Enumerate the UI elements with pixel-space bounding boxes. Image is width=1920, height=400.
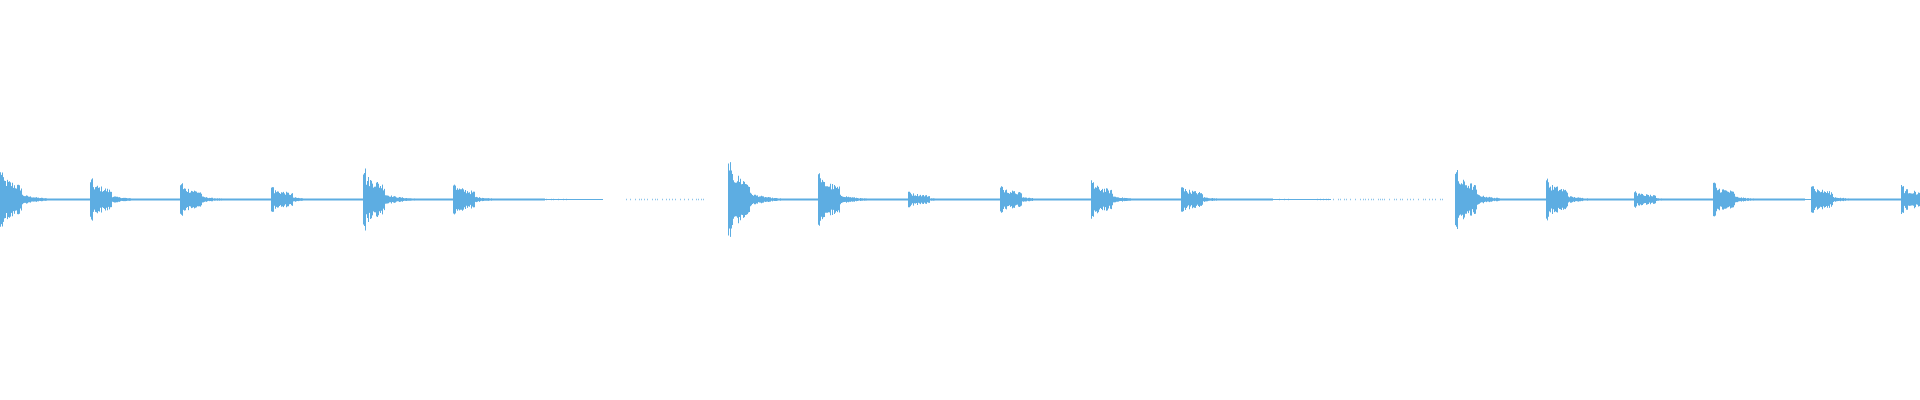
waveform-hit-shape [1901, 185, 1920, 214]
waveform-hit-shape [1634, 191, 1726, 208]
waveform-hit-17 [1811, 186, 1903, 213]
waveform-hit-shape [90, 178, 182, 221]
waveform-hit-6 [453, 184, 603, 215]
waveform-hit-shape [908, 191, 1000, 208]
waveform-hit-8 [818, 173, 910, 226]
waveform-hit-shape [1713, 182, 1805, 217]
waveform-hit-4 [271, 187, 363, 212]
waveform-hit-15 [1634, 191, 1726, 208]
waveform-hit-shape [363, 168, 455, 231]
waveform-bursts [0, 162, 1920, 237]
waveform-hit-16 [1713, 182, 1811, 217]
waveform-hit-9 [908, 191, 1000, 208]
waveform-hit-shape [1811, 186, 1903, 213]
waveform-hit-shape [0, 172, 92, 227]
waveform-faint-region-2 [626, 198, 704, 201]
waveform-hit-18 [1901, 185, 1920, 214]
waveform-hit-shape [818, 173, 910, 226]
waveform-hit-10 [1000, 186, 1092, 213]
waveform-noise [626, 198, 704, 201]
waveform-hit-11 [1091, 180, 1183, 219]
waveform-hit-7 [728, 162, 820, 237]
waveform-noise [541, 198, 567, 201]
waveform-hit-shape [180, 183, 272, 216]
waveform-hit-3 [180, 183, 272, 216]
waveform-hit-shape [1546, 178, 1638, 221]
waveform-hit-12 [1181, 187, 1331, 212]
waveform-faint-region-4 [1317, 198, 1443, 201]
waveform-hit-shape [453, 184, 545, 215]
waveform-hit-shape [1000, 186, 1092, 213]
waveform-noise [1279, 198, 1289, 201]
waveform-hit-5 [363, 168, 455, 231]
waveform-hit-shape [1455, 170, 1547, 229]
waveform-hit-14 [1546, 178, 1638, 221]
waveform-hit-shape [728, 162, 820, 237]
waveform-hit-shape [271, 187, 363, 212]
waveform-hit-1 [0, 172, 92, 227]
waveform-hit-shape [1181, 187, 1273, 212]
waveform-faint-region-1 [541, 198, 567, 201]
waveform-hit-shape [1091, 180, 1183, 219]
waveform-hit-2 [90, 178, 182, 221]
waveform-faint-region-3 [1279, 198, 1289, 201]
waveform-noise [1317, 198, 1443, 201]
waveform-hit-13 [1455, 170, 1547, 229]
